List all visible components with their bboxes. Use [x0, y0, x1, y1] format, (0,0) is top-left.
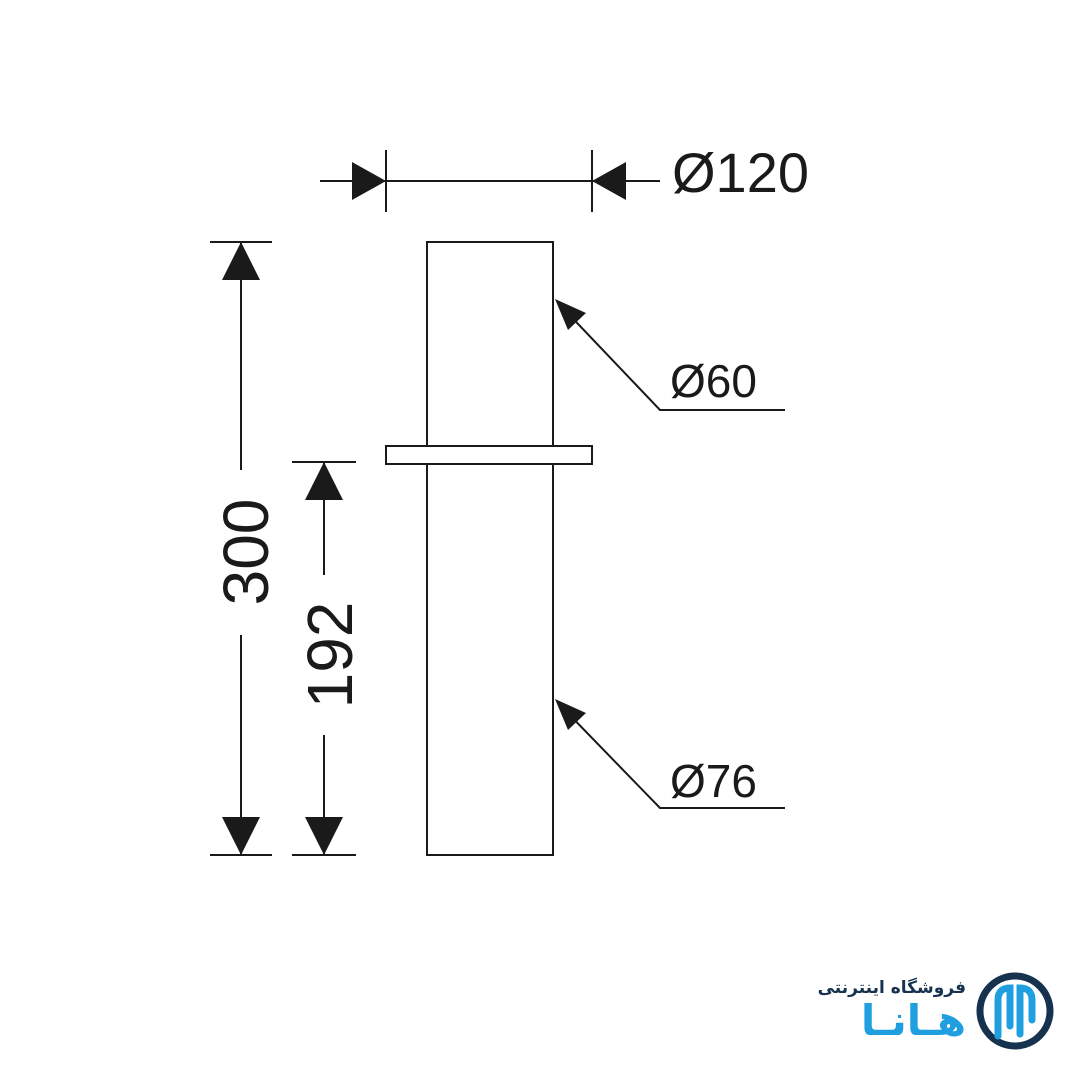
- upper-diameter-label: Ø60: [670, 355, 757, 407]
- leader-lower-arrow: [555, 699, 586, 730]
- logo-subtitle: فروشگاه اینترنتی: [817, 977, 966, 998]
- top-arrow-right: [592, 162, 626, 200]
- lower-diameter-label: Ø76: [670, 755, 757, 807]
- top-arrow-left: [352, 162, 386, 200]
- pipe-body: [426, 241, 554, 856]
- leader-upper-diameter: [559, 304, 785, 411]
- leader-upper-arrow: [555, 299, 586, 330]
- leader-lower-diameter: [559, 704, 785, 809]
- height-300-arrow-top: [222, 242, 260, 280]
- logo-name: هـانـا: [860, 995, 966, 1045]
- height-300-arrow-bottom: [222, 817, 260, 855]
- lower-height-label: 192: [294, 602, 366, 709]
- store-logo: فروشگاه اینترنتی هـانـا: [818, 970, 1054, 1052]
- height-192-arrow-top: [305, 462, 343, 500]
- flange-plate: [385, 445, 593, 465]
- total-height-label: 300: [210, 499, 282, 606]
- logo-text-group: فروشگاه اینترنتی هـانـا: [818, 978, 966, 1044]
- logo-emblem-icon: [976, 972, 1054, 1050]
- top-diameter-label: Ø120: [672, 141, 809, 204]
- height-192-arrow-bottom: [305, 817, 343, 855]
